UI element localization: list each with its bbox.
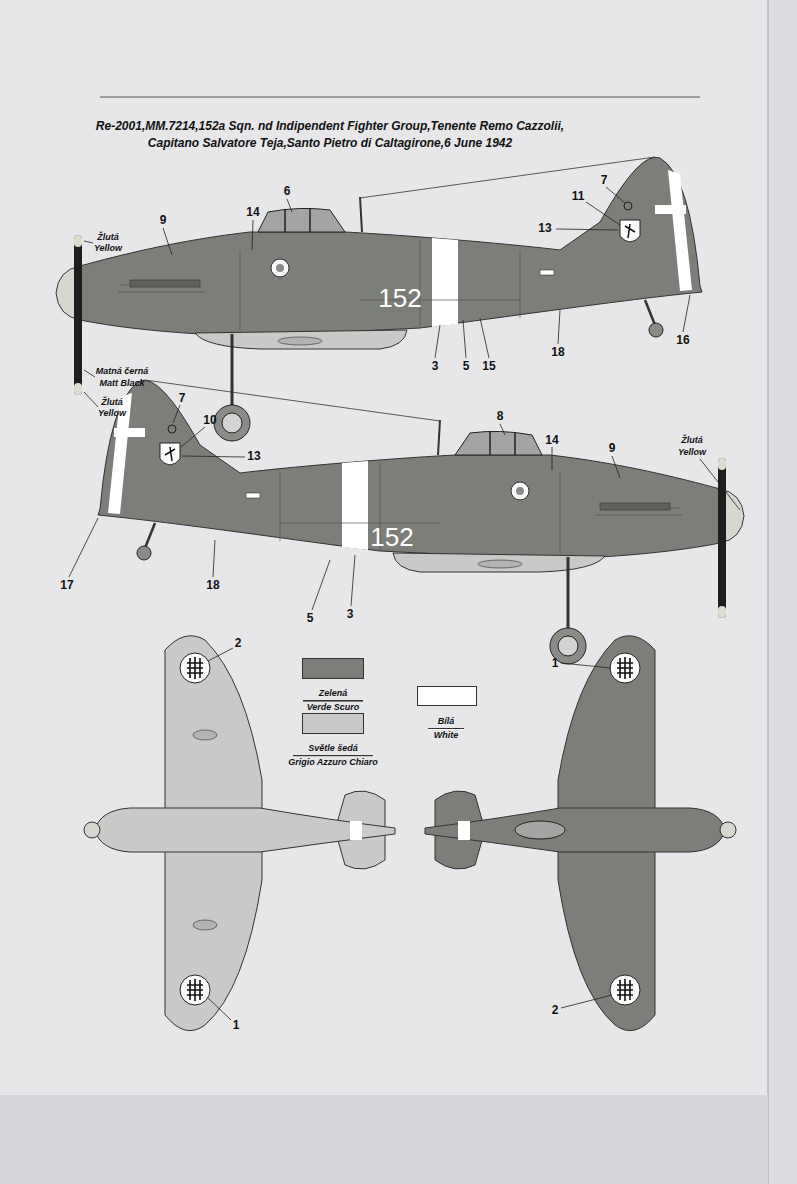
legend-text: Světle šedá — [308, 743, 358, 753]
callout-number: 14 — [246, 205, 259, 219]
callout-number: 5 — [307, 611, 314, 625]
swatch-rule — [303, 700, 363, 702]
legend-text: Verde Scuro — [307, 702, 360, 712]
callout-number: 14 — [545, 433, 558, 447]
color-note: Žlutá — [97, 232, 119, 242]
callout-number: 6 — [284, 184, 291, 198]
callout-number: 9 — [609, 441, 616, 455]
color-swatch — [302, 658, 364, 679]
color-note: Yellow — [98, 408, 126, 418]
callout-number: 13 — [538, 221, 551, 235]
callout-number: 13 — [247, 449, 260, 463]
callout-number: 18 — [206, 578, 219, 592]
color-note: Žlutá — [681, 435, 703, 445]
callout-number: 18 — [551, 345, 564, 359]
color-note: Yellow — [678, 447, 706, 457]
callout-number: 1 — [233, 1018, 240, 1032]
callout-number: 3 — [432, 359, 439, 373]
callout-number: 10 — [203, 413, 216, 427]
callout-number: 3 — [347, 607, 354, 621]
callout-number: 16 — [676, 333, 689, 347]
color-note: Matná černá — [96, 366, 149, 376]
swatch-rule — [293, 755, 373, 757]
color-swatch — [302, 713, 364, 734]
callout-number: 9 — [160, 213, 167, 227]
legend-text: White — [434, 730, 459, 740]
code-number: 152 — [370, 522, 413, 553]
color-note: Yellow — [94, 243, 122, 253]
callout-number: 7 — [179, 391, 186, 405]
callout-number: 8 — [497, 409, 504, 423]
swatch-rule — [428, 728, 464, 730]
callout-number: 2 — [235, 636, 242, 650]
callout-number: 5 — [463, 359, 470, 373]
legend-text: Zelená — [319, 688, 348, 698]
legend-text: Bílá — [438, 716, 455, 726]
color-swatch — [417, 686, 477, 706]
callout-number: 1 — [552, 656, 559, 670]
color-note: Matt Black — [99, 378, 144, 388]
callout-number: 17 — [60, 578, 73, 592]
callout-number: 2 — [552, 1003, 559, 1017]
callout-number: 15 — [482, 359, 495, 373]
color-note: Žlutá — [101, 397, 123, 407]
callout-number: 11 — [572, 189, 585, 203]
sheet-title: Re-2001,MM.7214,152a Sqn. nd Indipendent… — [95, 118, 565, 152]
callout-number: 7 — [601, 173, 608, 187]
code-number: 152 — [378, 283, 421, 314]
legend-text: Grigio Azzuro Chiaro — [288, 757, 378, 767]
